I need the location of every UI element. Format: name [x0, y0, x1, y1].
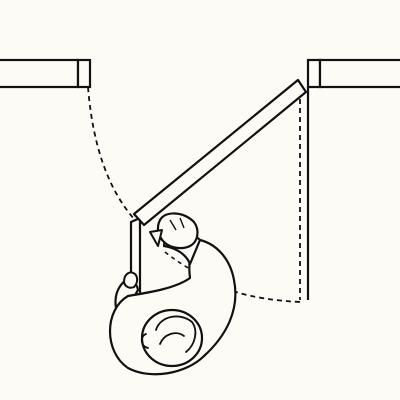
left-hand: [123, 271, 139, 289]
right-wall-slab: [318, 58, 400, 89]
left-door-swing-arc: [87, 86, 136, 221]
right-wall: [306, 58, 400, 89]
right-door-jamb: [306, 58, 322, 89]
right-hand-fingers: [169, 217, 185, 231]
right-door-swing-arc: [235, 291, 301, 303]
left-wall-slab: [0, 58, 80, 89]
door-handle: [149, 229, 163, 247]
right-hand: [156, 212, 199, 250]
ear: [140, 333, 149, 349]
left-door-jamb: [76, 58, 92, 89]
left-wall: [0, 58, 92, 89]
hair-lines: [155, 315, 197, 353]
person-figure: [108, 212, 237, 376]
head: [140, 308, 204, 368]
right-door-leaf: [132, 78, 308, 227]
